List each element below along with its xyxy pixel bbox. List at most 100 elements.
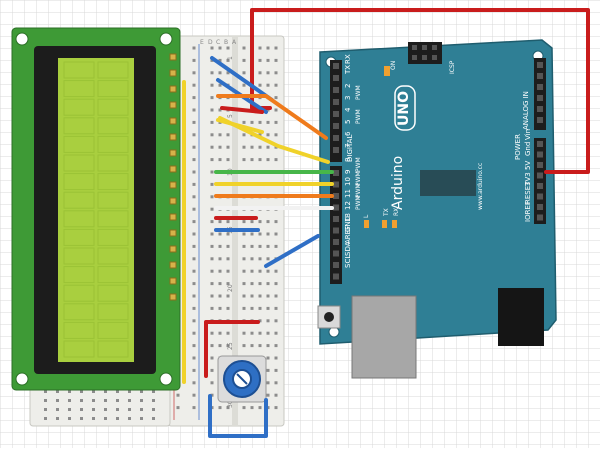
power-pin-label: RESET [524, 181, 532, 204]
breadboard-hole [250, 244, 254, 248]
header-hole [537, 193, 543, 200]
breadboard-hole [192, 220, 196, 224]
header-hole [333, 181, 339, 188]
breadboard-hole [210, 244, 214, 248]
breadboard-hole [274, 232, 278, 236]
breadboard-hole [242, 145, 246, 149]
power-pin-label: Gnd [524, 142, 532, 156]
breadboard-hole [218, 46, 222, 50]
breadboard-hole [266, 257, 270, 261]
breadboard-hole [210, 207, 214, 211]
header-hole [537, 162, 543, 168]
breadboard-hole [266, 220, 270, 224]
pwm-label: PWM [355, 85, 362, 100]
lcd-pin [169, 277, 177, 285]
lcd-pin [169, 101, 177, 109]
breadboard-hole [218, 108, 222, 112]
wire-red-pot [204, 320, 260, 378]
breadboard-hole [218, 406, 222, 410]
lcd-pin [169, 53, 177, 61]
breadboard-hole [274, 158, 278, 162]
breadboard-hole [92, 417, 95, 420]
breadboard-row-number: 30 [227, 400, 234, 408]
breadboard-hole [192, 133, 196, 137]
header-hole [333, 204, 339, 211]
breadboard-hole [266, 344, 270, 348]
breadboard-hole [250, 331, 254, 335]
breadboard-hole [218, 133, 222, 137]
breadboard-hole [274, 120, 278, 124]
lcd-cell [63, 98, 95, 116]
lcd-cell [97, 98, 129, 116]
breadboard-hole [210, 269, 214, 273]
breadboard-hole [210, 96, 214, 100]
lcd-pin [169, 181, 177, 189]
icsp-pin [422, 55, 427, 60]
lcd-cell [63, 321, 95, 339]
arduino-uno-board: Arduino UNO www.arduino.cc ICSP ON DIGIT… [317, 39, 557, 379]
breadboard-hole [210, 46, 214, 50]
breadboard-hole [192, 393, 196, 397]
lcd-cell [97, 303, 129, 321]
breadboard-hole [192, 269, 196, 273]
lcd-cell [97, 61, 129, 79]
wire-orange-top [216, 94, 328, 140]
breadboard-hole [266, 393, 270, 397]
breadboard-hole [192, 294, 196, 298]
breadboard-hole [242, 71, 246, 75]
wire-blue-gnd [264, 234, 320, 268]
breadboard-hole [192, 58, 196, 62]
usb-connector [351, 295, 417, 379]
arduino-brand: Arduino [390, 156, 406, 210]
breadboard-hole [56, 399, 59, 402]
breadboard-hole [192, 381, 196, 385]
power-label: POWER [514, 134, 522, 160]
wire-yellow-pin12 [218, 116, 330, 164]
breadboard-hole [104, 408, 107, 411]
breadboard-hole [92, 408, 95, 411]
breadboard-hole [44, 399, 47, 402]
tx-led-label: TX [383, 208, 390, 217]
header-hole [333, 135, 339, 141]
header-hole [537, 95, 543, 101]
breadboard-hole [258, 232, 262, 236]
header-hole [537, 73, 543, 79]
digital-pin-label: AREF [344, 226, 352, 244]
lcd-cell [97, 173, 129, 191]
breadboard-hole [128, 399, 131, 402]
breadboard-hole [218, 269, 222, 273]
potentiometer[interactable] [217, 355, 267, 403]
header-hole [333, 227, 339, 234]
lcd-pin [169, 117, 177, 125]
breadboard-hole [128, 408, 131, 411]
header-hole [537, 151, 543, 158]
breadboard-hole [242, 58, 246, 62]
lcd-cell [97, 80, 129, 98]
breadboard-hole [210, 195, 214, 199]
breadboard-hole [266, 83, 270, 87]
header-hole [333, 170, 339, 176]
lcd-cell [63, 340, 95, 358]
wire-red-5v [250, 8, 590, 174]
breadboard-hole [210, 232, 214, 236]
breadboard-hole [258, 133, 262, 137]
microcontroller-chip [420, 170, 476, 196]
lcd-cell [63, 61, 95, 79]
breadboard-hole [226, 282, 230, 286]
lcd-pin [169, 197, 177, 205]
lcd-cell [63, 210, 95, 228]
breadboard-hole [266, 232, 270, 236]
lcd-cell [97, 210, 129, 228]
breadboard-hole [56, 408, 59, 411]
breadboard-hole [274, 331, 278, 335]
lcd-cell [97, 117, 129, 135]
lcd-cell [97, 154, 129, 172]
breadboard-hole [140, 399, 143, 402]
lcd-pin [169, 165, 177, 173]
breadboard-hole [266, 319, 270, 323]
breadboard-hole [274, 96, 278, 100]
breadboard-hole [266, 306, 270, 310]
header-hole [333, 111, 339, 117]
breadboard-hole [226, 306, 230, 310]
